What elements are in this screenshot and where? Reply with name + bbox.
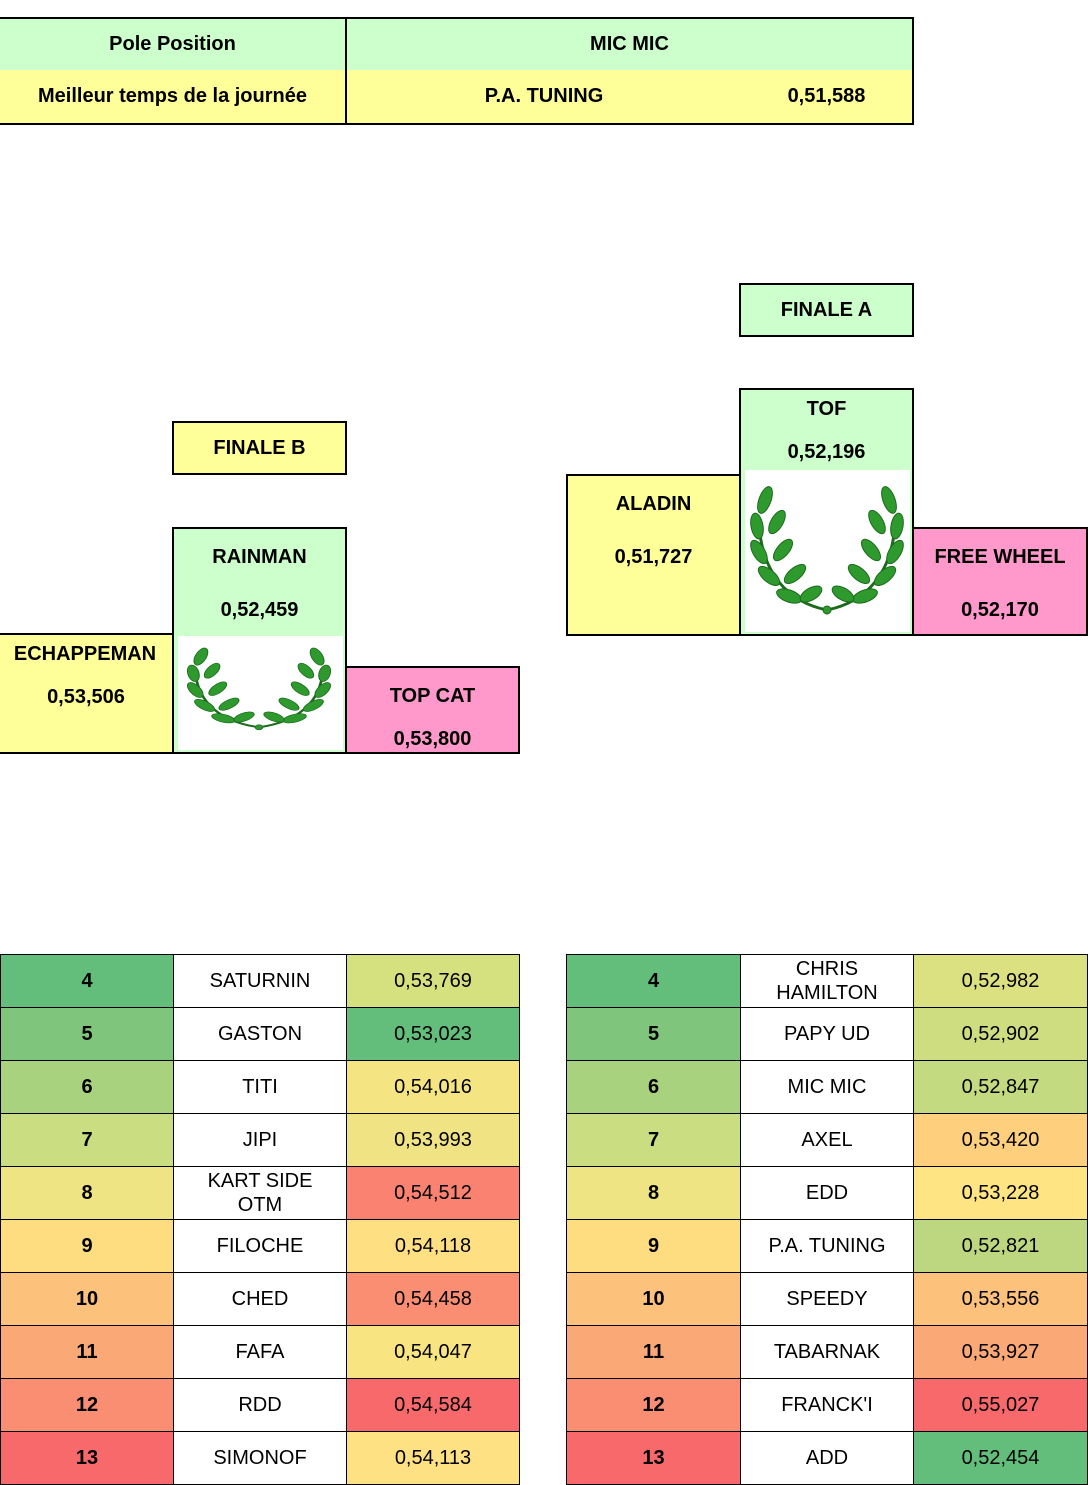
lap-time-cell: 0,54,584 <box>346 1378 520 1432</box>
driver-name-cell: SATURNIN <box>173 954 347 1008</box>
lap-time-cell: 0,54,512 <box>346 1166 520 1220</box>
driver-name-cell: PAPY UD <box>740 1007 914 1061</box>
best-time-value: 0,51,588 <box>741 70 914 125</box>
driver-name-cell: GASTON <box>173 1007 347 1061</box>
lap-time-cell: 0,52,982 <box>913 954 1088 1008</box>
lap-time-cell: 0,52,821 <box>913 1219 1088 1273</box>
lap-time-cell: 0,53,420 <box>913 1113 1088 1167</box>
lap-time-cell: 0,54,047 <box>346 1325 520 1379</box>
driver-name-cell: AXEL <box>740 1113 914 1167</box>
rank-cell: 13 <box>566 1431 741 1485</box>
driver-name-cell: KART SIDE OTM <box>173 1166 347 1220</box>
rank-cell: 4 <box>0 954 174 1008</box>
driver-name-cell: CHED <box>173 1272 347 1326</box>
lap-time-cell: 0,53,023 <box>346 1007 520 1061</box>
rank-cell: 4 <box>566 954 741 1008</box>
rank-cell: 5 <box>0 1007 174 1061</box>
lap-time-cell: 0,54,458 <box>346 1272 520 1326</box>
lap-time-cell: 0,53,993 <box>346 1113 520 1167</box>
rank-cell: 7 <box>566 1113 741 1167</box>
best-time-label: Meilleur temps de la journée <box>0 70 347 125</box>
finale-b-first-place: RAINMAN 0,52,459 <box>172 527 347 754</box>
lap-time-cell: 0,53,769 <box>346 954 520 1008</box>
lap-time-cell: 0,52,902 <box>913 1007 1088 1061</box>
best-time-driver: P.A. TUNING <box>345 70 742 125</box>
finale-b-first-name: RAINMAN <box>212 546 307 568</box>
finale-a-third-name: FREE WHEEL <box>934 546 1066 568</box>
driver-name-cell: FAFA <box>173 1325 347 1379</box>
driver-name-cell: P.A. TUNING <box>740 1219 914 1273</box>
finale-b-third-time: 0,53,800 <box>393 728 472 750</box>
rank-cell: 11 <box>566 1325 741 1379</box>
finale-b-second-place: ECHAPPEMAN 0,53,506 <box>0 633 174 754</box>
lap-time-cell: 0,54,118 <box>346 1219 520 1273</box>
driver-name-cell: SPEEDY <box>740 1272 914 1326</box>
pole-position-label: Pole Position <box>0 17 347 72</box>
finale-a-first-time: 0,52,196 <box>787 441 866 463</box>
driver-name-cell: JIPI <box>173 1113 347 1167</box>
rank-cell: 7 <box>0 1113 174 1167</box>
driver-name-cell: MIC MIC <box>740 1060 914 1114</box>
finale-a-first-place: TOF 0,52,196 <box>739 388 914 636</box>
finale-a-third-time: 0,52,170 <box>961 599 1039 621</box>
finale-a-second-time: 0,51,727 <box>614 546 693 568</box>
rank-cell: 13 <box>0 1431 174 1485</box>
rank-cell: 12 <box>0 1378 174 1432</box>
driver-name-cell: CHRIS HAMILTON <box>740 954 914 1008</box>
rank-cell: 12 <box>566 1378 741 1432</box>
lap-time-cell: 0,52,454 <box>913 1431 1088 1485</box>
pole-position-driver: MIC MIC <box>345 17 914 72</box>
finale-a-second-place: ALADIN 0,51,727 <box>566 474 741 636</box>
rank-cell: 9 <box>566 1219 741 1273</box>
rank-cell: 6 <box>566 1060 741 1114</box>
rank-cell: 8 <box>566 1166 741 1220</box>
finale-b-second-name: ECHAPPEMAN <box>13 643 157 665</box>
lap-time-cell: 0,52,847 <box>913 1060 1088 1114</box>
lap-time-cell: 0,53,927 <box>913 1325 1088 1379</box>
rank-cell: 8 <box>0 1166 174 1220</box>
finale-b-first-time: 0,52,459 <box>220 599 299 621</box>
lap-time-cell: 0,54,016 <box>346 1060 520 1114</box>
driver-name-cell: FRANCK'I <box>740 1378 914 1432</box>
lap-time-cell: 0,53,228 <box>913 1166 1088 1220</box>
finale-b-third-name: TOP CAT <box>389 685 476 707</box>
driver-name-cell: SIMONOF <box>173 1431 347 1485</box>
rank-cell: 5 <box>566 1007 741 1061</box>
finale-a-first-name: TOF <box>806 398 847 420</box>
finale-a-second-name: ALADIN <box>615 493 692 515</box>
finale-a-third-place: FREE WHEEL 0,52,170 <box>912 527 1088 636</box>
finale-b-second-time: 0,53,506 <box>47 686 125 708</box>
driver-name-cell: RDD <box>173 1378 347 1432</box>
driver-name-cell: EDD <box>740 1166 914 1220</box>
rank-cell: 9 <box>0 1219 174 1273</box>
rank-cell: 11 <box>0 1325 174 1379</box>
rank-cell: 6 <box>0 1060 174 1114</box>
laurel-wreath-icon <box>186 647 332 731</box>
driver-name-cell: ADD <box>740 1431 914 1485</box>
driver-name-cell: TABARNAK <box>740 1325 914 1379</box>
lap-time-cell: 0,54,113 <box>346 1431 520 1485</box>
rank-cell: 10 <box>0 1272 174 1326</box>
driver-name-cell: FILOCHE <box>173 1219 347 1273</box>
lap-time-cell: 0,55,027 <box>913 1378 1088 1432</box>
laurel-wreath-icon <box>750 486 904 615</box>
driver-name-cell: TITI <box>173 1060 347 1114</box>
header-table: Pole Position MIC MIC Meilleur temps de … <box>0 17 914 125</box>
finale-a-label: FINALE A <box>739 283 914 337</box>
finale-b-third-place: TOP CAT 0,53,800 <box>345 666 520 754</box>
rank-cell: 10 <box>566 1272 741 1326</box>
finale-b-label: FINALE B <box>172 421 347 475</box>
lap-time-cell: 0,53,556 <box>913 1272 1088 1326</box>
